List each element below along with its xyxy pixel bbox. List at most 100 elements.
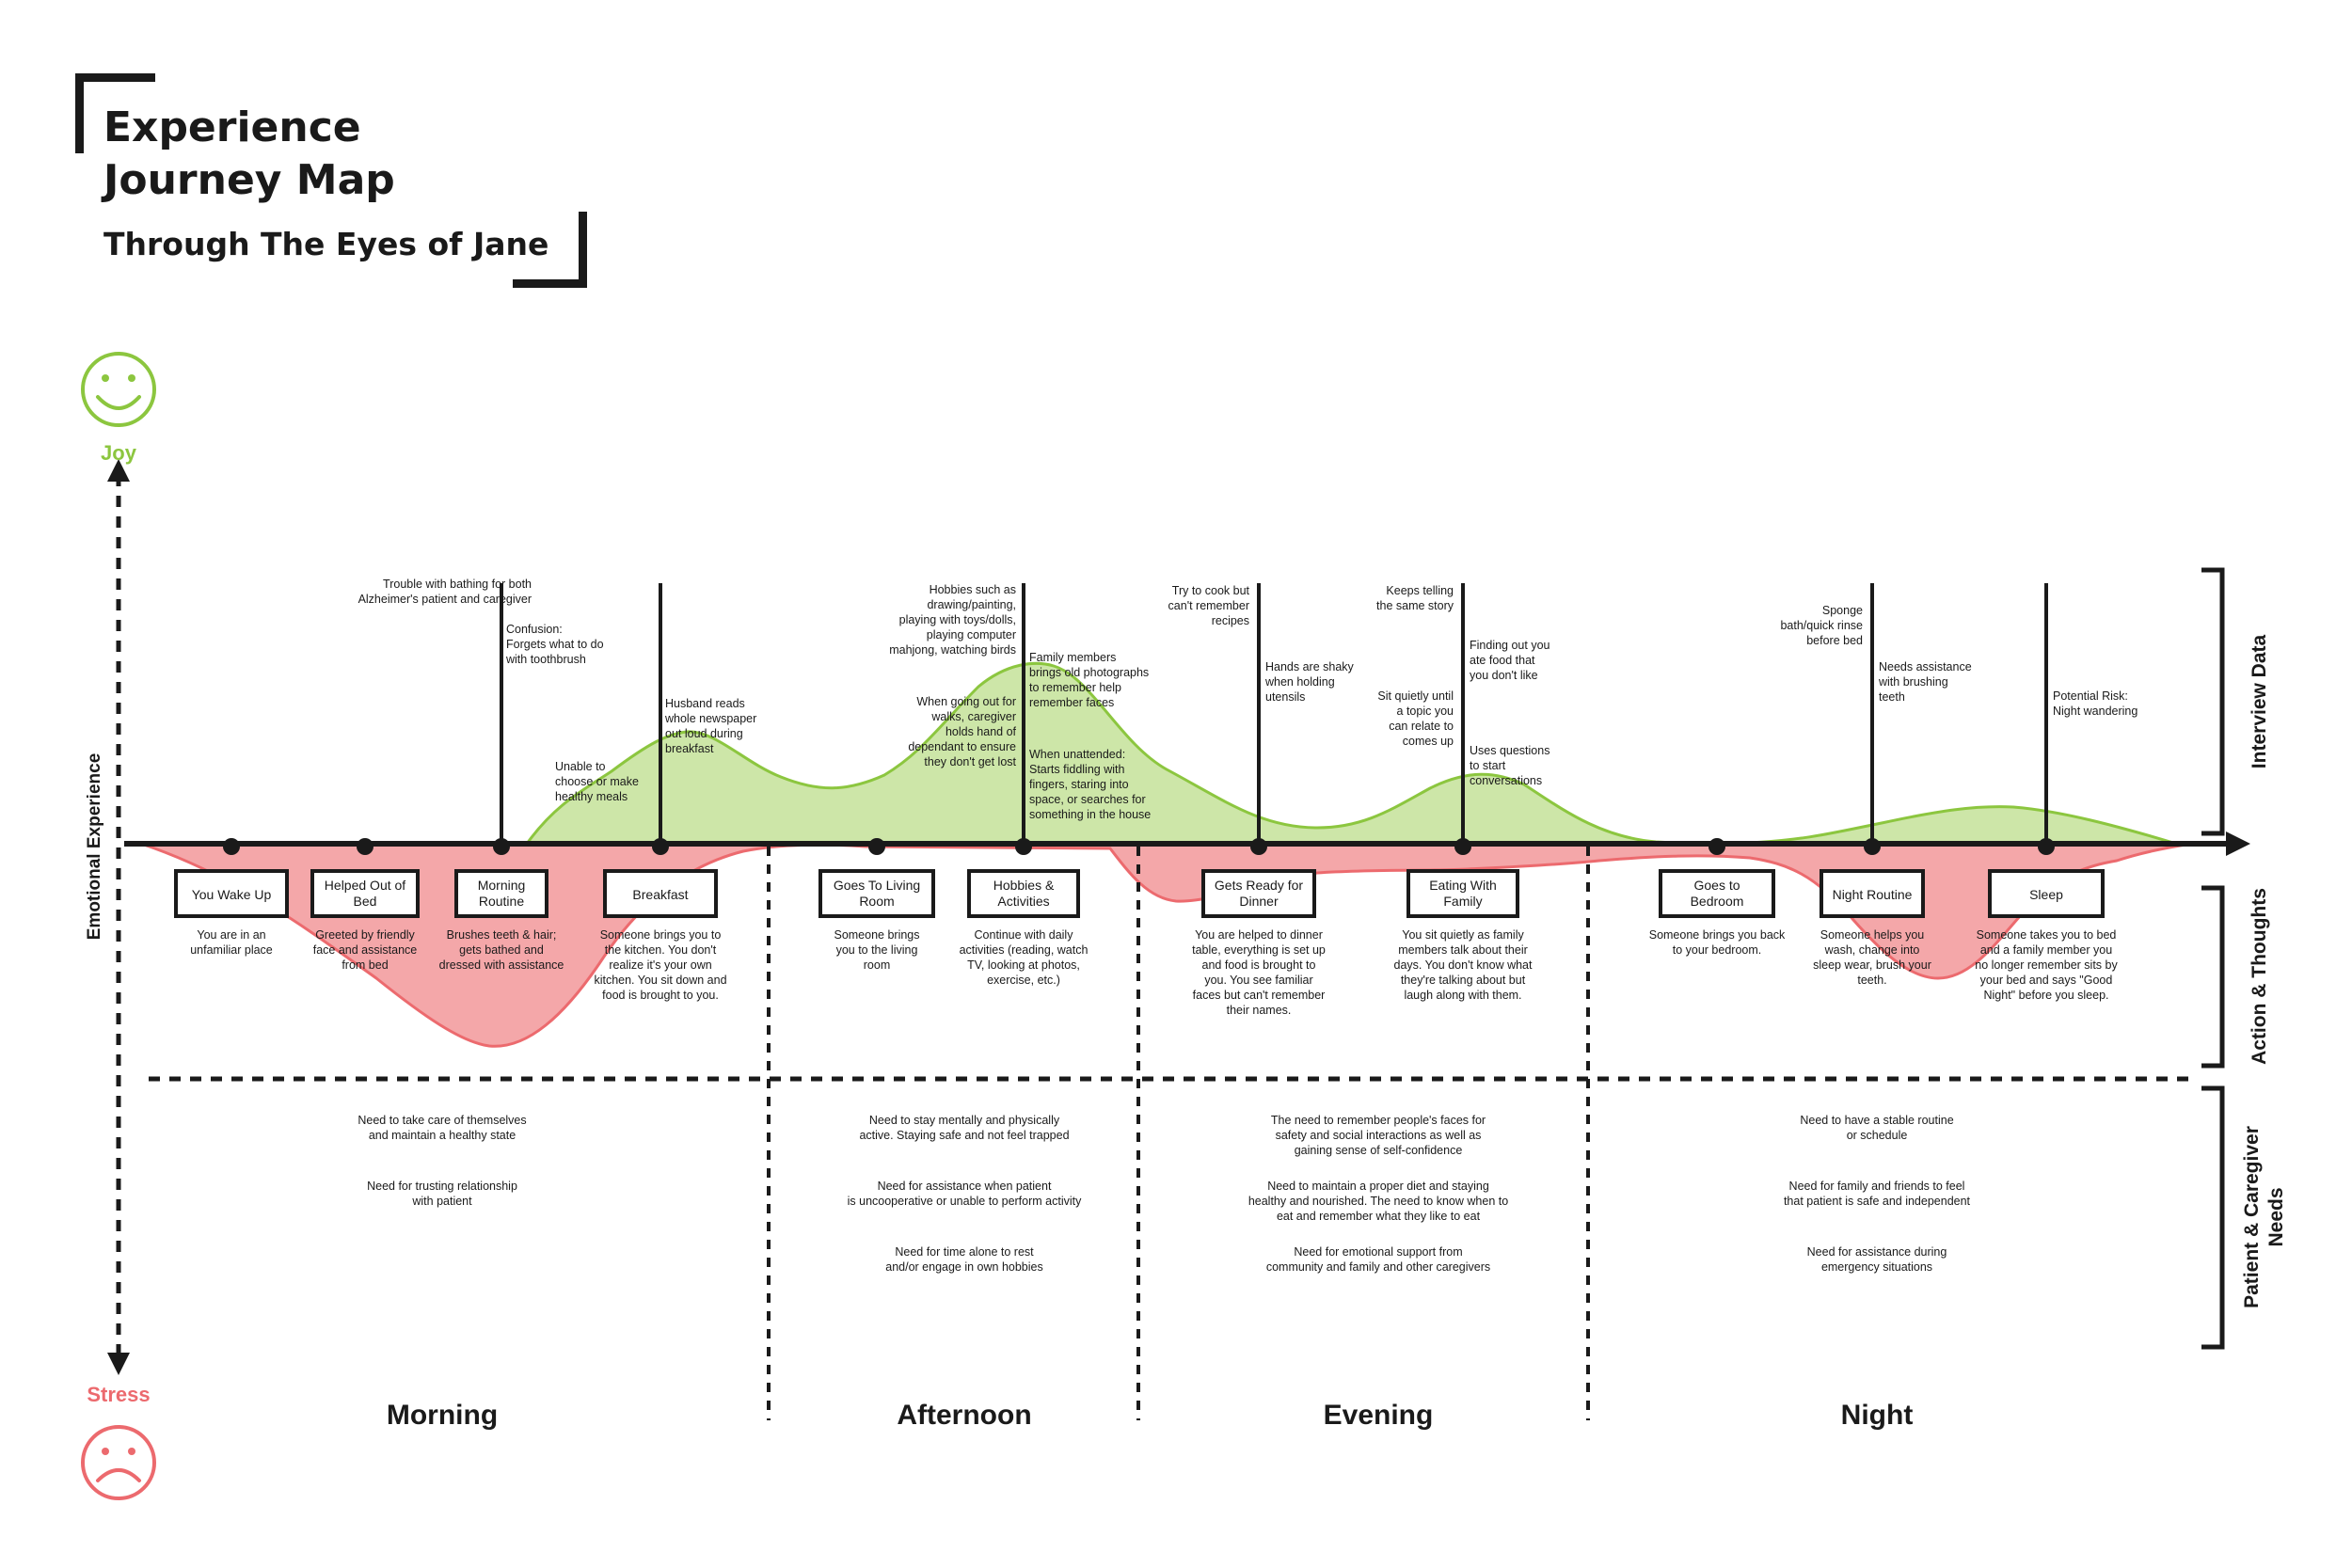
interview-note: Potential Risk:Night wandering [2053, 689, 2137, 718]
touchpoint-box[interactable] [310, 869, 420, 918]
title-block: Experience Journey Map Through The Eyes … [103, 102, 548, 263]
section-label-interview-data: Interview Data [2249, 634, 2270, 768]
touchpoint-card[interactable]: Hobbies &Activities [967, 869, 1080, 918]
axis-label: Emotional Experience [85, 753, 104, 941]
joy-area [524, 661, 2175, 846]
axis-arrow-up-icon [107, 459, 130, 482]
sad-face-icon [81, 1425, 156, 1500]
stress-label: Stress [87, 1383, 150, 1406]
section-label-action-thoughts: Action & Thoughts [2249, 888, 2270, 1065]
title-bracket-bottom-right [513, 212, 587, 288]
touchpoint-box[interactable] [1988, 869, 2105, 918]
touchpoint-label: Breakfast [632, 887, 688, 902]
page-title-line2: Journey Map [103, 156, 395, 204]
touchpoint-box[interactable] [967, 869, 1080, 918]
touchpoint-card[interactable]: You Wake Up [174, 869, 289, 918]
axis-arrow-down-icon [107, 1353, 130, 1375]
touchpoint-label: Hobbies &Activities [993, 878, 1055, 909]
touchpoint-label: You Wake Up [192, 887, 272, 902]
touchpoint-card[interactable]: Sleep [1988, 869, 2105, 918]
stage-label-night: Night [1841, 1400, 1914, 1431]
section-label-needs-line2: Needs [2265, 1187, 2287, 1246]
touchpoint-label: Sleep [2029, 887, 2063, 902]
stage-label-afternoon: Afternoon [897, 1400, 1031, 1431]
touchpoint-box[interactable] [174, 869, 289, 918]
page-subtitle: Through The Eyes of Jane [103, 226, 549, 262]
interview-stems [500, 583, 2048, 844]
touchpoint-box[interactable] [818, 869, 935, 918]
touchpoint-box[interactable] [1201, 869, 1316, 918]
stage-label-evening: Evening [1324, 1400, 1434, 1431]
touchpoint-label: Night Routine [1833, 887, 1913, 902]
touchpoint-card[interactable]: Night Routine [1820, 869, 1925, 918]
joy-label: Joy [101, 441, 137, 465]
page-title-line1: Experience [103, 103, 361, 151]
section-label-needs-line1: Patient & Caregiver [2241, 1126, 2263, 1308]
need-item: Need to maintain a proper diet and stayi… [1248, 1180, 1508, 1223]
timeline-dots [223, 838, 2055, 855]
touchpoint-box[interactable] [1659, 869, 1775, 918]
smiley-face-icon [81, 352, 156, 427]
touchpoint-box[interactable] [603, 869, 718, 918]
touchpoint-box[interactable] [1406, 869, 1519, 918]
touchpoint-box[interactable] [454, 869, 548, 918]
stage-label-morning: Morning [387, 1400, 498, 1431]
stages-layer: Morning Afternoon Evening Night [387, 1400, 1913, 1431]
right-brackets [2201, 567, 2225, 1350]
touchpoint-box[interactable] [1820, 869, 1925, 918]
touchpoint-card[interactable]: Breakfast [603, 869, 718, 918]
